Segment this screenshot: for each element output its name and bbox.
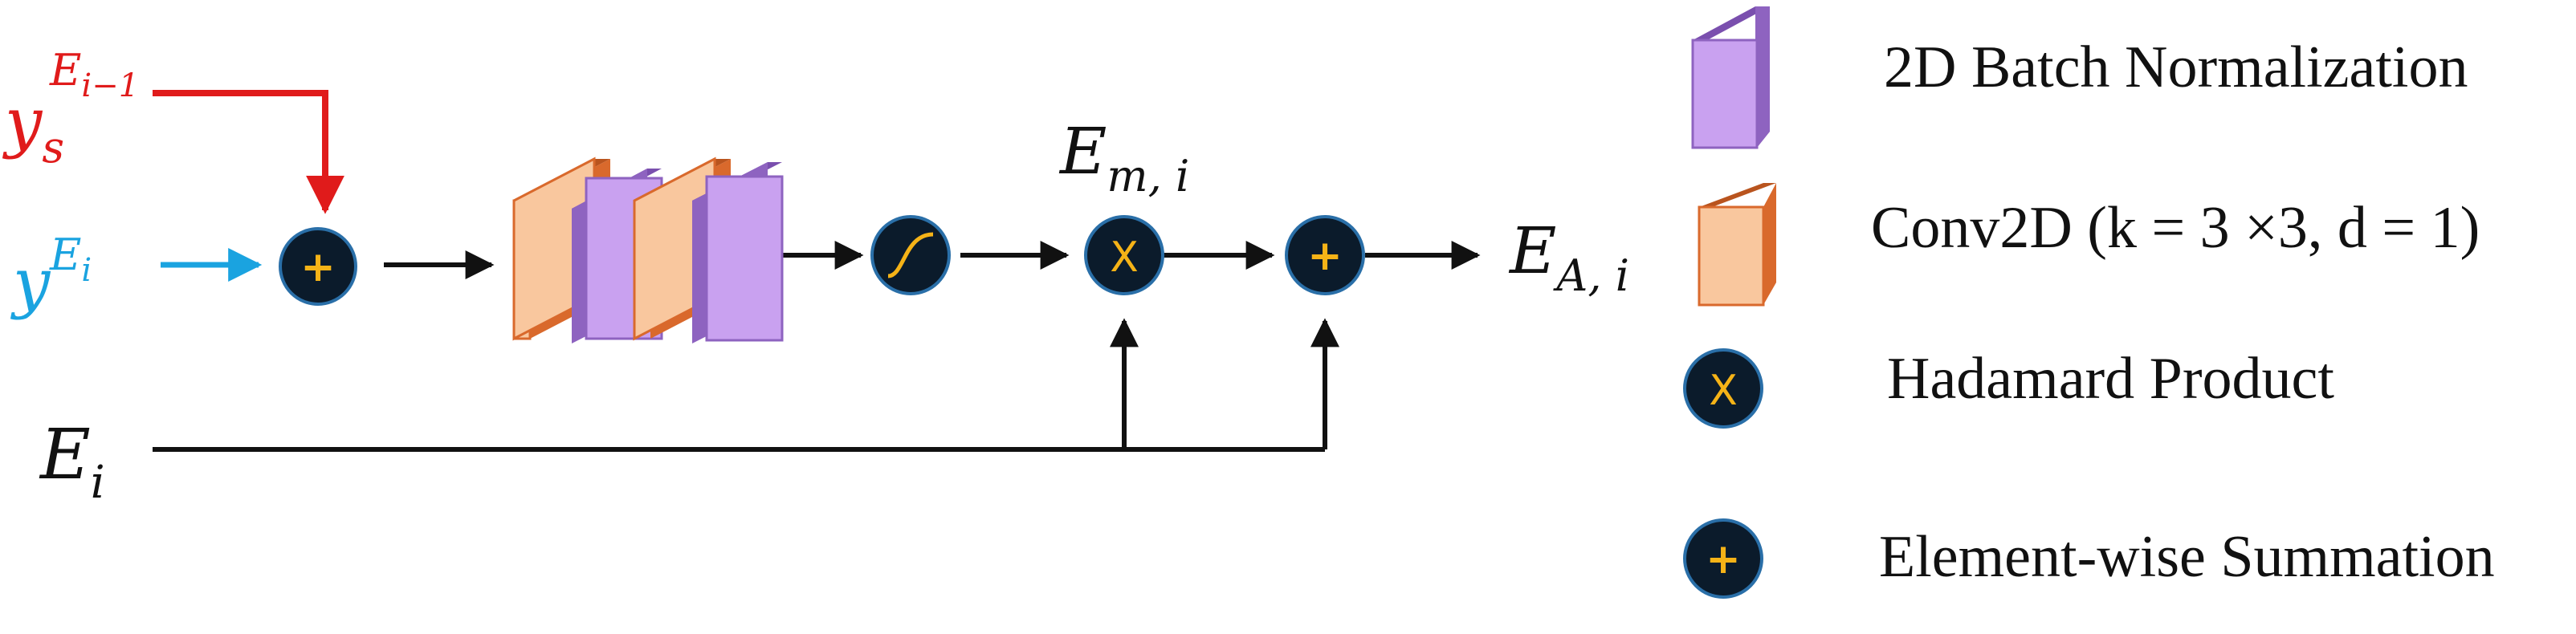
legend-item-batch-norm: 2D Batch Normalization <box>1691 6 2468 149</box>
prev-stage-input-label: ys Ei−1 <box>2 45 139 173</box>
hadamard-swatch <box>1683 348 1763 429</box>
svg-text:+: + <box>300 243 336 291</box>
svg-text:y: y <box>10 245 51 321</box>
svg-text:Element-wise Summation: Element-wise Summation <box>1879 524 2495 590</box>
summation-swatch <box>1683 518 1763 599</box>
svg-text:Ei: Ei <box>49 230 92 289</box>
svg-text:X: X <box>1709 367 1738 415</box>
legend: 2D Batch Normalization Conv2D (k = 3 ×3,… <box>1683 6 2495 599</box>
conv2d-swatch <box>1698 205 1765 307</box>
hadamard-product-node: X <box>1084 215 1164 295</box>
svg-text:EA, i: EA, i <box>1508 213 1629 301</box>
batch-norm-block <box>692 162 784 343</box>
conv-bn-stack <box>512 156 784 343</box>
current-stage-input-label: y Ei <box>10 230 92 321</box>
svg-text:Ei−1: Ei−1 <box>49 45 139 104</box>
svg-text:+: + <box>1307 232 1343 280</box>
input-summation-node: + <box>279 227 357 306</box>
prev-stage-arrow <box>153 90 344 214</box>
output-feature-label: EA, i <box>1508 213 1629 301</box>
svg-text:2D Batch Normalization: 2D Batch Normalization <box>1884 35 2468 100</box>
svg-text:X: X <box>1110 234 1139 282</box>
legend-item-summation: + Element-wise Summation <box>1683 518 2495 599</box>
svg-text:+: + <box>1706 535 1741 583</box>
intermediate-feature-label: Em, i <box>1058 114 1189 201</box>
svg-text:Em, i: Em, i <box>1058 114 1189 201</box>
output-summation-node: + <box>1285 215 1365 295</box>
svg-text:Hadamard Product: Hadamard Product <box>1887 346 2334 412</box>
svg-text:Conv2D (k = 3 ×3, d = 1): Conv2D (k = 3 ×3, d = 1) <box>1871 195 2480 261</box>
svg-text:ys: ys <box>2 84 64 173</box>
svg-text:Ei: Ei <box>39 415 105 509</box>
sigmoid-node <box>870 215 951 295</box>
encoder-feature-label: Ei <box>39 415 105 509</box>
sigmoid-icon <box>887 232 934 278</box>
batch-norm-swatch <box>1691 39 1759 149</box>
legend-item-hadamard: X Hadamard Product <box>1683 346 2334 429</box>
legend-item-conv2d: Conv2D (k = 3 ×3, d = 1) <box>1698 183 2480 307</box>
